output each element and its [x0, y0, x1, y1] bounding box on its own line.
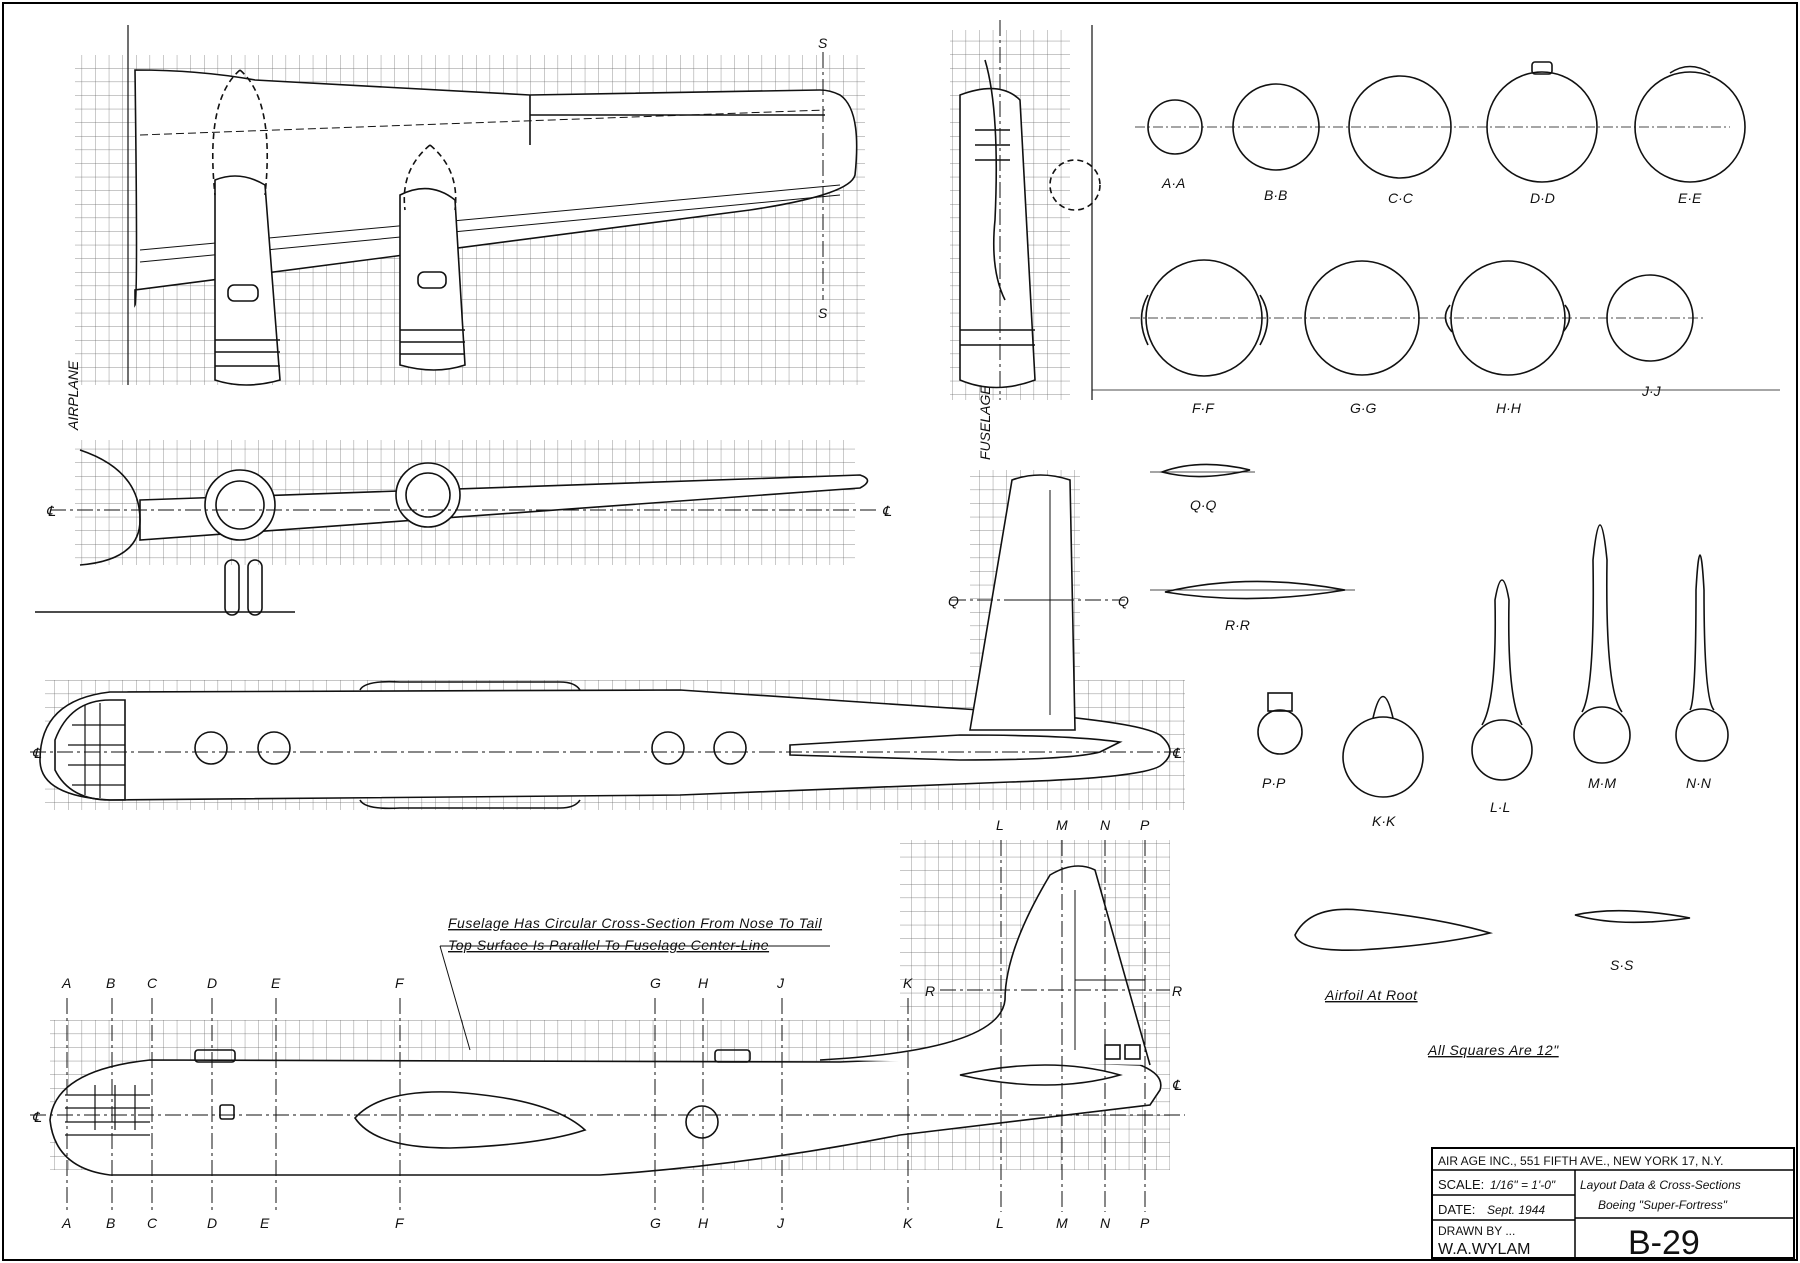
section-label-gg: G·G: [1350, 400, 1377, 416]
station-h-top: H: [698, 975, 709, 991]
title-subject: Layout Data & Cross-Sections: [1580, 1178, 1741, 1192]
fuselage-top-view: [30, 470, 1185, 810]
note-cross-section: Fuselage Has Circular Cross-Section From…: [448, 915, 822, 931]
fuselage-cross-sections: [1092, 61, 1780, 391]
section-label-aa: A·A: [1161, 175, 1185, 191]
station-f-bottom: F: [395, 1215, 405, 1231]
cl-symbol-top-view-left: ℄: [32, 745, 42, 761]
title-drawn-by: W.A.WYLAM: [1438, 1241, 1530, 1258]
station-m-bottom: M: [1056, 1215, 1068, 1231]
section-kk-shape: [1342, 716, 1424, 798]
station-j-top: J: [776, 975, 785, 991]
section-label-cc: C·C: [1388, 190, 1414, 206]
squares-note: All Squares Are 12": [1427, 1042, 1559, 1058]
station-d-top: D: [207, 975, 217, 991]
fin-cross-sections: [1150, 463, 1355, 600]
section-label-dd: D·D: [1530, 190, 1555, 206]
wing-front-view: [35, 440, 880, 616]
fuselage-front-view: [950, 20, 1101, 400]
wing-section-letter-bottom: S: [818, 305, 828, 321]
station-m-top: M: [1056, 817, 1068, 833]
section-label-jj: J·J: [1641, 383, 1662, 399]
section-qq-shape: [1159, 463, 1251, 478]
section-label-qq: Q·Q: [1190, 497, 1217, 513]
cl-symbol-side-view-right: ℄: [1172, 1077, 1182, 1093]
section-label-nn: N·N: [1686, 775, 1712, 791]
cl-symbol-wing-front-left: ℄: [46, 503, 56, 519]
section-ss-shape: [1574, 909, 1691, 924]
section-label-ll: L·L: [1490, 799, 1510, 815]
station-h-bottom: H: [698, 1215, 709, 1231]
section-label-ee: E·E: [1678, 190, 1702, 206]
station-k-bottom: K: [903, 1215, 913, 1231]
wing-plan-view: [75, 52, 865, 386]
title-publisher: AIR AGE INC., 551 FIFTH AVE., NEW YORK 1…: [1438, 1154, 1723, 1168]
title-model: B-29: [1628, 1224, 1700, 1262]
airfoil-root-shape: [1294, 908, 1494, 952]
cl-symbol-top-view-right: ℄: [1172, 745, 1182, 761]
wing-section-letter-top: S: [818, 35, 828, 51]
station-l-top: L: [996, 817, 1004, 833]
tail-cross-sections: [1257, 524, 1729, 798]
airfoil-root-note: Airfoil At Root: [1324, 987, 1418, 1003]
section-mm-shape: [1573, 706, 1631, 764]
section-ll-shape: [1471, 719, 1533, 781]
station-f-top: F: [395, 975, 405, 991]
station-letters-top: A B C D E F G H J K L M N P: [61, 817, 1150, 991]
section-label-pp: P·P: [1262, 775, 1286, 791]
station-e-top: E: [271, 975, 281, 991]
title-date-label: DATE:: [1438, 1202, 1475, 1217]
fin-section-letter-q-right: Q: [1118, 593, 1129, 609]
station-letters-bottom: A B C D E F G H J K L M N P: [61, 1215, 1150, 1231]
fuselage-side-view: [30, 840, 1185, 1212]
station-g-top: G: [650, 975, 661, 991]
station-p-bottom: P: [1140, 1215, 1150, 1231]
station-j-bottom: J: [776, 1215, 785, 1231]
section-label-kk: K·K: [1372, 813, 1396, 829]
section-label-hh: H·H: [1496, 400, 1522, 416]
fin-section-letter-q-left: Q: [948, 593, 959, 609]
section-label-bb: B·B: [1264, 187, 1287, 203]
note-top-surface: Top Surface Is Parallel To Fuselage Cent…: [448, 937, 769, 953]
section-nn-shape: [1675, 708, 1729, 762]
section-label-ss: S·S: [1610, 957, 1634, 973]
station-b-bottom: B: [106, 1215, 115, 1231]
station-g-bottom: G: [650, 1215, 661, 1231]
station-n-bottom: N: [1100, 1215, 1111, 1231]
title-block: AIR AGE INC., 551 FIFTH AVE., NEW YORK 1…: [1431, 1147, 1795, 1262]
section-pp-shape: [1257, 709, 1303, 755]
cl-symbol-wing-front-right: ℄: [882, 503, 892, 519]
station-p-top: P: [1140, 817, 1150, 833]
section-label-rr: R·R: [1225, 617, 1250, 633]
title-date-value: Sept. 1944: [1487, 1203, 1545, 1217]
station-a-top: A: [61, 975, 71, 991]
section-label-ff: F·F: [1192, 400, 1215, 416]
airplane-centerline-label: AIRPLANE: [65, 360, 81, 431]
title-drawn-by-label: DRAWN BY ...: [1438, 1224, 1515, 1238]
fuselage-centerline-label: FUSELAGE: [977, 385, 993, 460]
station-d-bottom: D: [207, 1215, 217, 1231]
title-scale-label: SCALE:: [1438, 1177, 1484, 1192]
section-label-mm: M·M: [1588, 775, 1616, 791]
station-n-top: N: [1100, 817, 1111, 833]
title-aircraft-name: Boeing "Super-Fortress": [1598, 1198, 1728, 1212]
fin-section-letter-r-left: R: [925, 983, 935, 999]
station-l-bottom: L: [996, 1215, 1004, 1231]
station-k-top: K: [903, 975, 913, 991]
station-e-bottom: E: [260, 1215, 270, 1231]
station-b-top: B: [106, 975, 115, 991]
station-c-top: C: [147, 975, 158, 991]
cl-symbol-side-view-left: ℄: [32, 1109, 42, 1125]
airfoil-sections: [1294, 908, 1691, 952]
centerline-symbols: ℄ ℄ ℄ ℄ ℄ ℄: [32, 503, 1182, 1125]
station-c-bottom: C: [147, 1215, 158, 1231]
fin-section-letter-r-right: R: [1172, 983, 1182, 999]
title-scale-value: 1/16" = 1'-0": [1490, 1178, 1556, 1192]
station-a-bottom: A: [61, 1215, 71, 1231]
